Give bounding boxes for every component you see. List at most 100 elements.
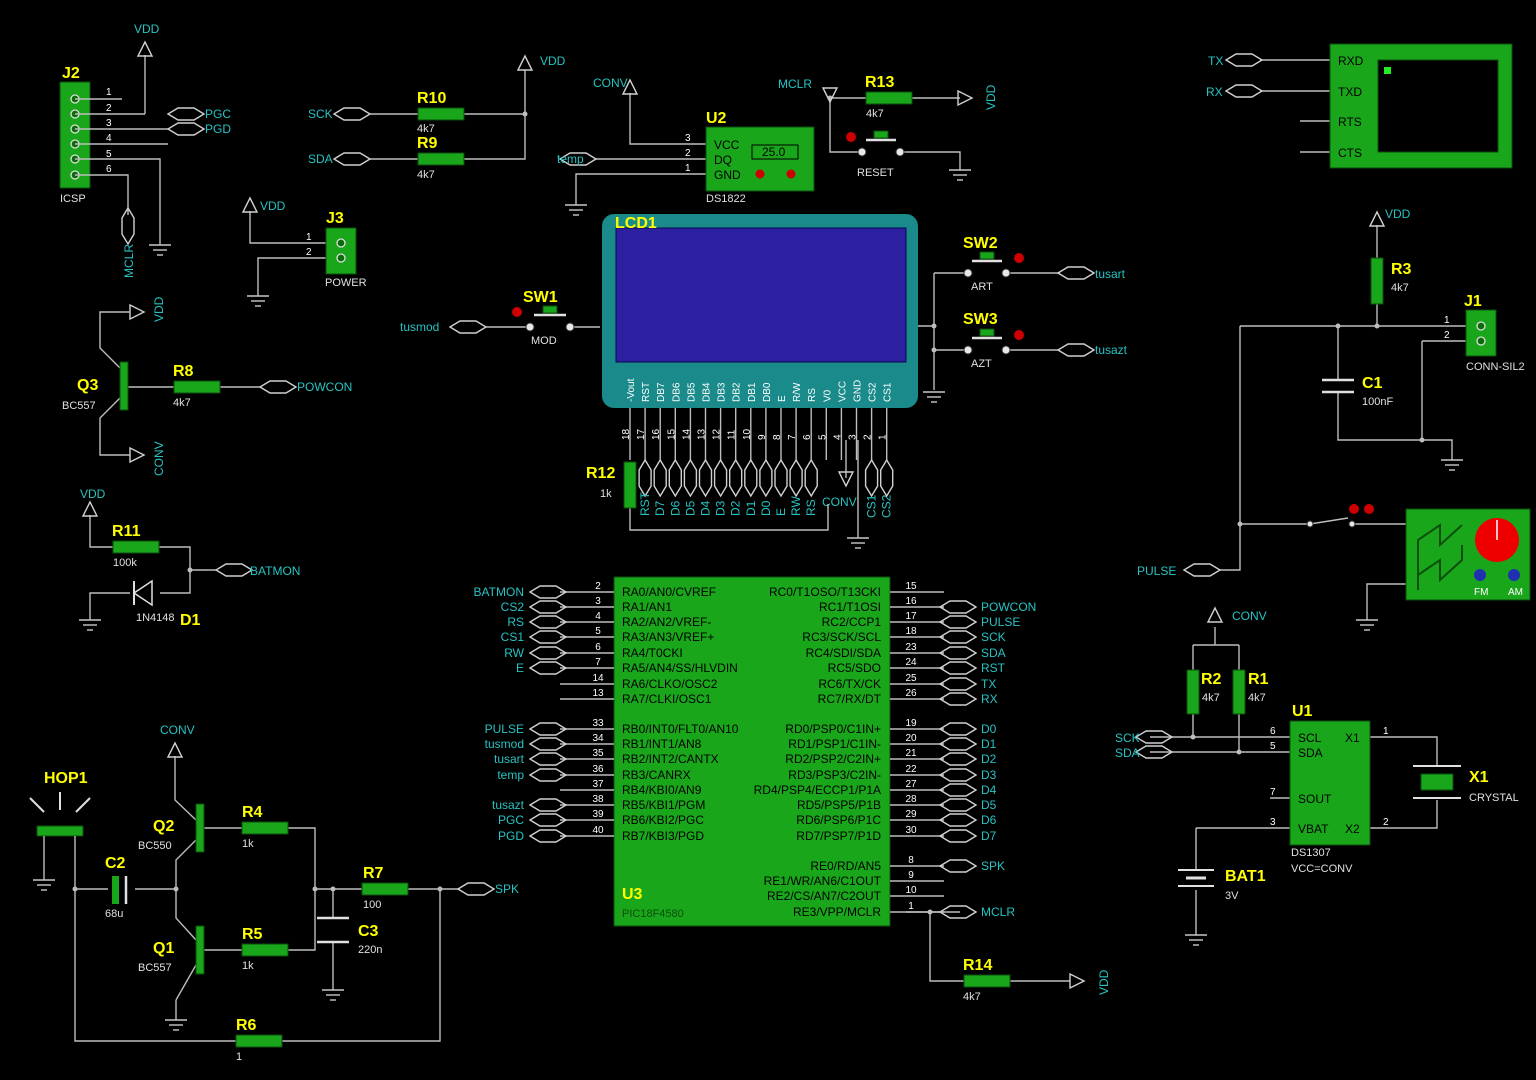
u3-net-terminal bbox=[938, 768, 978, 782]
r3-ref: R3 bbox=[1391, 261, 1412, 278]
u3-left-pin-name: RA1/AN1 bbox=[622, 600, 672, 614]
u3-left-pin-name: RB7/KBI3/PGD bbox=[622, 829, 704, 843]
r8-resistor[interactable]: R8 4k7 bbox=[173, 363, 221, 409]
u3-right-net: PULSE bbox=[981, 615, 1020, 629]
c3-capacitor[interactable]: C3 220n bbox=[317, 916, 382, 956]
lcd-pin-number: 10 bbox=[742, 428, 753, 440]
pulse-generator[interactable]: FM AM bbox=[1405, 508, 1531, 601]
vdd-label-q3: VDD bbox=[152, 296, 166, 322]
lcd1-display[interactable]: LCD1 bbox=[602, 214, 918, 408]
lcd-net-label: E bbox=[774, 508, 788, 516]
u3-net-terminal bbox=[528, 798, 568, 812]
u3-left-pin-name: RB2/INT2/CANTX bbox=[622, 752, 719, 766]
lcd-net-terminal bbox=[638, 458, 652, 498]
r5-resistor[interactable]: R5 1k bbox=[241, 926, 289, 972]
r9-resistor[interactable]: R9 4k7 bbox=[417, 135, 465, 181]
u3-right-pin-name: RC2/CCP1 bbox=[822, 615, 882, 629]
lcd-pin-number: 3 bbox=[848, 434, 859, 440]
r6-resistor[interactable]: R6 1 bbox=[235, 1017, 283, 1063]
u2-ds1822-sensor[interactable]: VCC DQ GND 25.0 U2 DS1822 3 2 1 bbox=[685, 110, 815, 205]
u2-display: 25.0 bbox=[762, 145, 786, 159]
j2-icsp-connector[interactable]: J2 ICSP 1 2 3 4 5 6 bbox=[59, 65, 112, 205]
r14-resistor[interactable]: R14 4k7 bbox=[963, 957, 1011, 1003]
sw1-mod-button[interactable]: SW1 MOD bbox=[512, 289, 575, 347]
u3-net-terminal bbox=[528, 829, 568, 843]
u3-right-pin-name: RD0/PSP0/C1IN+ bbox=[785, 722, 881, 736]
u2-pin1-num: 1 bbox=[685, 163, 691, 174]
u2-ref: U2 bbox=[706, 110, 727, 127]
u1-pin2-num: 2 bbox=[1383, 817, 1389, 828]
j2-pin4: 4 bbox=[106, 133, 112, 144]
r10-resistor[interactable]: R10 4k7 bbox=[417, 90, 465, 135]
q1-transistor[interactable]: Q1 BC557 bbox=[138, 925, 205, 975]
u3-left-pin-num: 39 bbox=[592, 809, 604, 820]
u1-ds1307-rtc[interactable]: SCL SDA SOUT VBAT X1 X2 U1 DS1307 VCC=CO… bbox=[1270, 703, 1389, 875]
lcd-net-label: D5 bbox=[683, 500, 697, 516]
r11-resistor[interactable]: R11 100k bbox=[112, 523, 160, 569]
r3-resistor[interactable]: R3 4k7 bbox=[1370, 257, 1412, 305]
u3-net-terminal bbox=[938, 813, 978, 827]
lcd-pin-label: R/W bbox=[792, 382, 803, 402]
u3-net-terminal bbox=[528, 752, 568, 766]
tusmod-net-label: tusmod bbox=[400, 320, 439, 334]
r2-resistor[interactable]: R2 4k7 bbox=[1186, 669, 1222, 715]
lcd-net-terminal bbox=[713, 458, 728, 498]
j3-power-connector[interactable]: J3 POWER 1 2 bbox=[306, 210, 367, 289]
u3-right-pin-name: RC1/T1OSI bbox=[819, 600, 881, 614]
u3-left-pin-num: 13 bbox=[592, 688, 604, 699]
u3-net-terminal bbox=[528, 615, 568, 629]
lcd-net-terminal bbox=[744, 458, 758, 498]
u3-net-terminal bbox=[938, 829, 978, 843]
u3-net-terminal bbox=[528, 737, 568, 751]
lcd-net-label: RST bbox=[638, 491, 652, 516]
sw1-ref: SW1 bbox=[523, 289, 558, 306]
u1-pin3-num: 3 bbox=[1270, 817, 1276, 828]
u3-right-pin-name: RE0/RD/AN5 bbox=[810, 859, 881, 873]
r7-ref: R7 bbox=[363, 865, 384, 882]
sw3-azt-button[interactable]: SW3 AZT bbox=[963, 311, 1024, 370]
c3-value: 220n bbox=[358, 944, 382, 956]
conv-label-audio: CONV bbox=[160, 723, 195, 737]
u3-left-net: BATMON bbox=[474, 585, 524, 599]
r4-ref: R4 bbox=[242, 804, 263, 821]
q3-transistor[interactable]: Q3 BC557 bbox=[62, 361, 129, 412]
d1-diode[interactable]: D1 1N4148 bbox=[132, 579, 201, 629]
u3-net-terminal bbox=[528, 585, 568, 599]
sda-net-label: SDA bbox=[308, 152, 333, 166]
j2-value: ICSP bbox=[60, 193, 86, 205]
lcd-net-terminal bbox=[804, 458, 818, 498]
lcd-pin-number: 2 bbox=[863, 434, 874, 440]
sw2-art-button[interactable]: SW2 ART bbox=[963, 235, 1024, 293]
reset-button[interactable]: RESET bbox=[846, 130, 905, 179]
r4-resistor[interactable]: R4 1k bbox=[241, 804, 289, 850]
r7-resistor[interactable]: R7 100 bbox=[361, 865, 409, 911]
r1-resistor[interactable]: R1 4k7 bbox=[1232, 669, 1269, 715]
u3-left-net: RW bbox=[504, 646, 524, 660]
bat1-battery[interactable]: BAT1 3V bbox=[1178, 868, 1266, 902]
c1-capacitor[interactable]: C1 100nF bbox=[1322, 375, 1393, 408]
q2-transistor[interactable]: Q2 BC550 bbox=[138, 803, 205, 853]
u3-net-terminal bbox=[938, 646, 978, 660]
u3-right-pin-num: 8 bbox=[908, 855, 914, 866]
virtual-terminal[interactable]: RXD TXD RTS CTS bbox=[1329, 43, 1513, 169]
tx-net-label: TX bbox=[1208, 54, 1223, 68]
x1-crystal[interactable]: X1 CRYSTAL bbox=[1413, 765, 1519, 804]
r12-resistor[interactable]: R12 1k bbox=[586, 461, 637, 509]
hop1-speaker[interactable]: HOP1 bbox=[29, 770, 91, 837]
d1-ref: D1 bbox=[180, 612, 201, 629]
sw3-value: AZT bbox=[971, 358, 992, 370]
lcd-pin-label: DB0 bbox=[762, 382, 773, 402]
conv-label-u2: CONV bbox=[593, 76, 628, 90]
r13-value: 4k7 bbox=[866, 108, 884, 120]
j2-pin3: 3 bbox=[106, 118, 112, 129]
lcd-conv-label: CONV bbox=[822, 495, 857, 509]
j1-connector[interactable]: J1 CONN-SIL2 1 2 bbox=[1444, 293, 1525, 373]
r13-resistor[interactable]: R13 4k7 bbox=[865, 74, 913, 120]
u3-right-net: D0 bbox=[981, 722, 997, 736]
u3-pic18f4580[interactable]: U3 PIC18F4580 bbox=[613, 576, 891, 927]
lcd-pin-number: 15 bbox=[666, 428, 677, 440]
c2-capacitor[interactable]: C2 68u bbox=[105, 855, 128, 920]
u3-net-terminal bbox=[938, 737, 978, 751]
x1-value: CRYSTAL bbox=[1469, 792, 1519, 804]
